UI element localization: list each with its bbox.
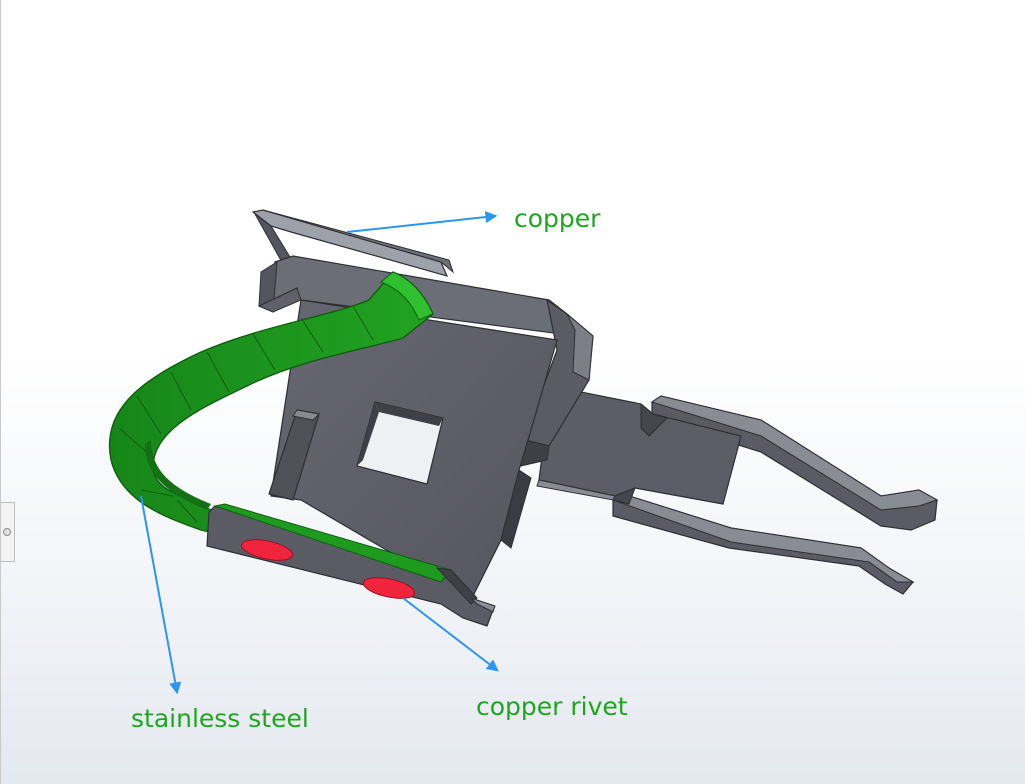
- label-stainless-steel: stainless steel: [131, 704, 309, 733]
- top-copper-flange: [251, 209, 455, 277]
- fork-lower-arm-top: [611, 493, 915, 583]
- label-copper-rivet: copper rivet: [476, 692, 628, 721]
- arrow-copper-rivet: [402, 597, 499, 672]
- copper-rivet-right: [362, 577, 416, 599]
- arrow-copper: [346, 211, 498, 233]
- panel-grip-icon: [3, 528, 11, 536]
- label-copper: copper: [514, 204, 601, 233]
- right-side-wall: [520, 298, 594, 467]
- fork-upper-arm-top: [650, 395, 939, 511]
- base-plate: [268, 299, 558, 601]
- square-window: [356, 401, 444, 485]
- fork-neck: [536, 389, 742, 505]
- callout-arrows: [140, 211, 499, 695]
- stainless-steel-spring: [108, 271, 442, 587]
- rivet-bar: [206, 503, 496, 627]
- side-panel-handle[interactable]: [1, 502, 15, 562]
- arrow-stainless-steel: [140, 495, 182, 695]
- copper-rivet-left: [240, 539, 294, 561]
- fork-arms: [611, 395, 939, 595]
